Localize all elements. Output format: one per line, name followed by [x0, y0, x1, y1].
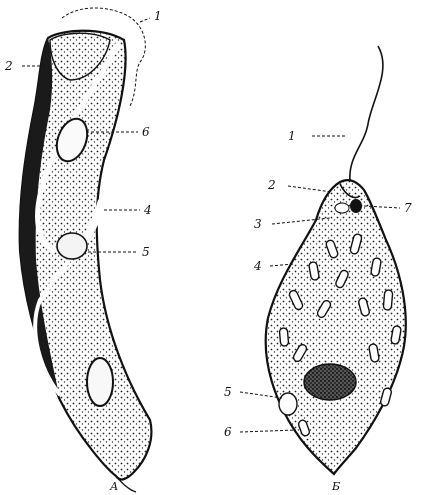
left-label-1: 1 [154, 9, 162, 23]
leader-right-6 [240, 430, 296, 432]
right-cell-drawing [266, 46, 406, 474]
left-cell-drawing [20, 8, 152, 492]
right-label-7: 7 [404, 201, 412, 215]
left-organelle-lower [87, 358, 113, 406]
right-nucleus [304, 364, 356, 400]
right-paramylon [279, 393, 297, 415]
right-label-3: 3 [254, 217, 262, 231]
right-eyespot [350, 199, 362, 213]
leader-left-1 [140, 18, 150, 22]
right-label-4: 4 [253, 259, 262, 273]
left-organelle-5 [57, 233, 87, 259]
right-label-2: 2 [267, 178, 276, 192]
right-label-6: 6 [224, 425, 232, 439]
left-panel-label: А [109, 480, 118, 493]
left-label-4: 4 [143, 203, 152, 217]
left-label-2: 2 [4, 59, 13, 73]
leader-right-2 [288, 186, 332, 192]
right-label-1: 1 [288, 129, 296, 143]
right-vacuole [335, 203, 349, 213]
right-flagellum [350, 46, 383, 182]
right-panel-label: Б [331, 480, 340, 493]
left-label-6: 6 [142, 125, 150, 139]
right-label-5: 5 [224, 385, 232, 399]
left-label-5: 5 [142, 245, 150, 259]
